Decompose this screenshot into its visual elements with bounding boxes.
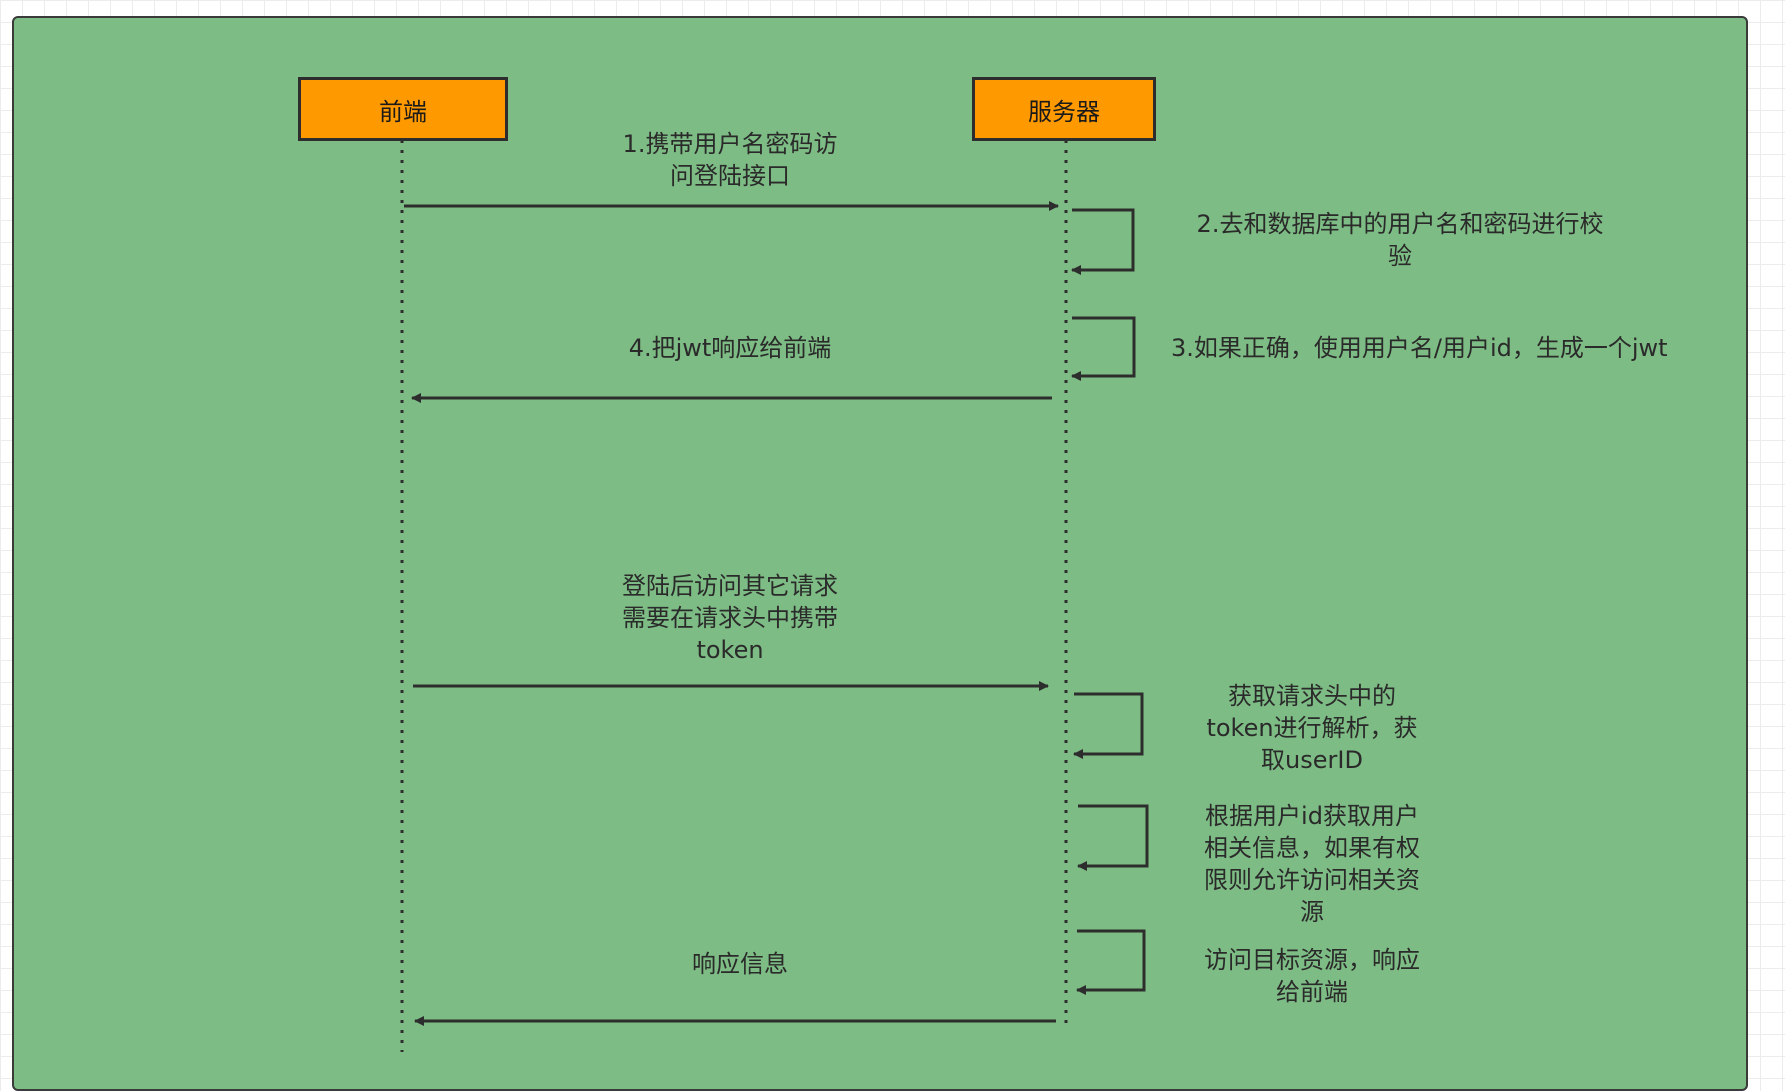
message-label-1: 1.携带用户名密码访 问登陆接口 — [622, 130, 838, 190]
actor-server: 服务器 — [972, 77, 1156, 141]
self-arrow-parse-token — [1073, 692, 1144, 759]
diagram-canvas — [12, 16, 1748, 1091]
message-label-8: 访问目标资源，响应 给前端 — [1204, 946, 1420, 1006]
message-label-5: 登陆后访问其它请求 需要在请求头中携带 token — [622, 572, 838, 664]
message-label-7: 根据用户id获取用户 相关信息，如果有权 限则允许访问相关资 源 — [1204, 802, 1420, 926]
self-arrow-validate — [1071, 208, 1135, 275]
actor-frontend: 前端 — [298, 77, 508, 141]
message-label-3: 3.如果正确，使用用户名/用户id，生成一个jwt — [1171, 334, 1668, 362]
self-arrow-check-permission — [1077, 804, 1149, 871]
message-label-4: 4.把jwt响应给前端 — [628, 334, 832, 362]
message-label-9: 响应信息 — [692, 950, 788, 978]
message-label-2: 2.去和数据库中的用户名和密码进行校 验 — [1196, 210, 1604, 270]
self-arrow-generate-jwt — [1071, 316, 1136, 381]
self-arrow-access-resource — [1076, 929, 1146, 995]
message-label-6: 获取请求头中的 token进行解析，获 取userID — [1206, 682, 1418, 774]
